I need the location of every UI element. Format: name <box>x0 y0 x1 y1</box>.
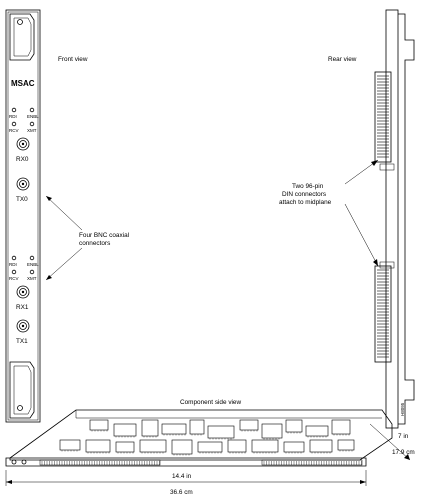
component-side-view-label: Component side view <box>180 399 241 406</box>
front-view-faceplate: MSAC RDI ENBL RCV XMT RX0 TX0 <box>5 9 41 423</box>
board-component <box>139 439 167 453</box>
module-name: MSAC <box>11 79 35 88</box>
led-indicator <box>29 269 35 275</box>
din-connector-bottom <box>374 265 392 363</box>
bnc-callout-text: connectors <box>79 240 110 247</box>
bnc-callout: Four BNC coaxial connectors <box>45 195 129 281</box>
board-component <box>189 419 205 435</box>
board-component <box>261 423 283 439</box>
led-label: ENBL <box>27 262 39 267</box>
bnc-connector-rx1: RX1 <box>16 285 30 311</box>
din-callout: Two 96-pin DIN connectors attach to midp… <box>279 159 379 267</box>
board-component <box>141 419 159 437</box>
board-component <box>161 423 187 435</box>
top-led-group: RDI ENBL RCV XMT <box>9 107 39 133</box>
depth-inches: 7 in <box>398 433 409 440</box>
depth-cm: 17.9 cm <box>392 449 415 456</box>
board-component <box>283 441 305 453</box>
led-indicator <box>29 107 35 113</box>
board-component <box>115 441 135 453</box>
length-inches: 14.4 in <box>172 473 192 480</box>
led-indicator <box>11 269 17 275</box>
figure-id: H8095 <box>400 402 405 416</box>
connector-label: TX1 <box>16 338 28 345</box>
led-label: ENBL <box>27 114 39 119</box>
bnc-connector-tx1: TX1 <box>16 319 30 345</box>
board-component <box>239 419 259 431</box>
led-indicator <box>11 255 17 261</box>
din-connector-top <box>374 71 392 163</box>
bottom-ejector-lever <box>9 361 35 419</box>
led-label: RCV <box>9 128 19 133</box>
bnc-connector-tx0: TX0 <box>16 177 30 203</box>
led-label: RCV <box>9 276 19 281</box>
board-component <box>331 419 351 435</box>
dimension-depth: 7 in 17.9 cm <box>369 423 415 461</box>
din-callout-text: DIN connectors <box>282 191 326 198</box>
board-component <box>251 439 279 453</box>
board-component <box>59 439 81 451</box>
board-component <box>227 439 247 453</box>
bottom-led-group: RDI ENBL RCV XMT <box>9 255 39 281</box>
front-view-label: Front view <box>58 56 88 63</box>
board-component <box>207 425 235 439</box>
led-indicator <box>29 121 35 127</box>
led-label: RDI <box>9 262 17 267</box>
led-indicator <box>11 107 17 113</box>
bnc-connector-rx0: RX0 <box>16 137 30 163</box>
board-component <box>171 439 193 455</box>
led-label: XMT <box>27 276 37 281</box>
rear-view-label: Rear view <box>328 56 357 63</box>
led-indicator <box>11 121 17 127</box>
board-component <box>197 441 223 453</box>
board-component <box>89 419 109 431</box>
board-component <box>337 439 355 451</box>
board-component <box>113 423 137 437</box>
led-label: XMT <box>27 128 37 133</box>
connector-label: RX0 <box>16 156 29 163</box>
rear-view <box>374 9 415 429</box>
component-side-board <box>5 409 393 467</box>
board-component <box>305 425 329 437</box>
led-indicator <box>29 255 35 261</box>
top-ejector-lever <box>9 13 35 61</box>
connector-label: TX0 <box>16 196 28 203</box>
din-callout-text: Two 96-pin <box>292 183 324 190</box>
board-component <box>309 439 333 453</box>
board-component <box>85 439 111 453</box>
length-cm: 36.6 cm <box>170 489 193 496</box>
bnc-callout-text: Four BNC coaxial <box>79 232 129 239</box>
board-component <box>285 419 303 433</box>
connector-label: RX1 <box>16 304 29 311</box>
dimension-length: 14.4 in 36.6 cm <box>5 470 367 496</box>
led-label: RDI <box>9 114 17 119</box>
din-callout-text: attach to midplane <box>279 199 332 206</box>
